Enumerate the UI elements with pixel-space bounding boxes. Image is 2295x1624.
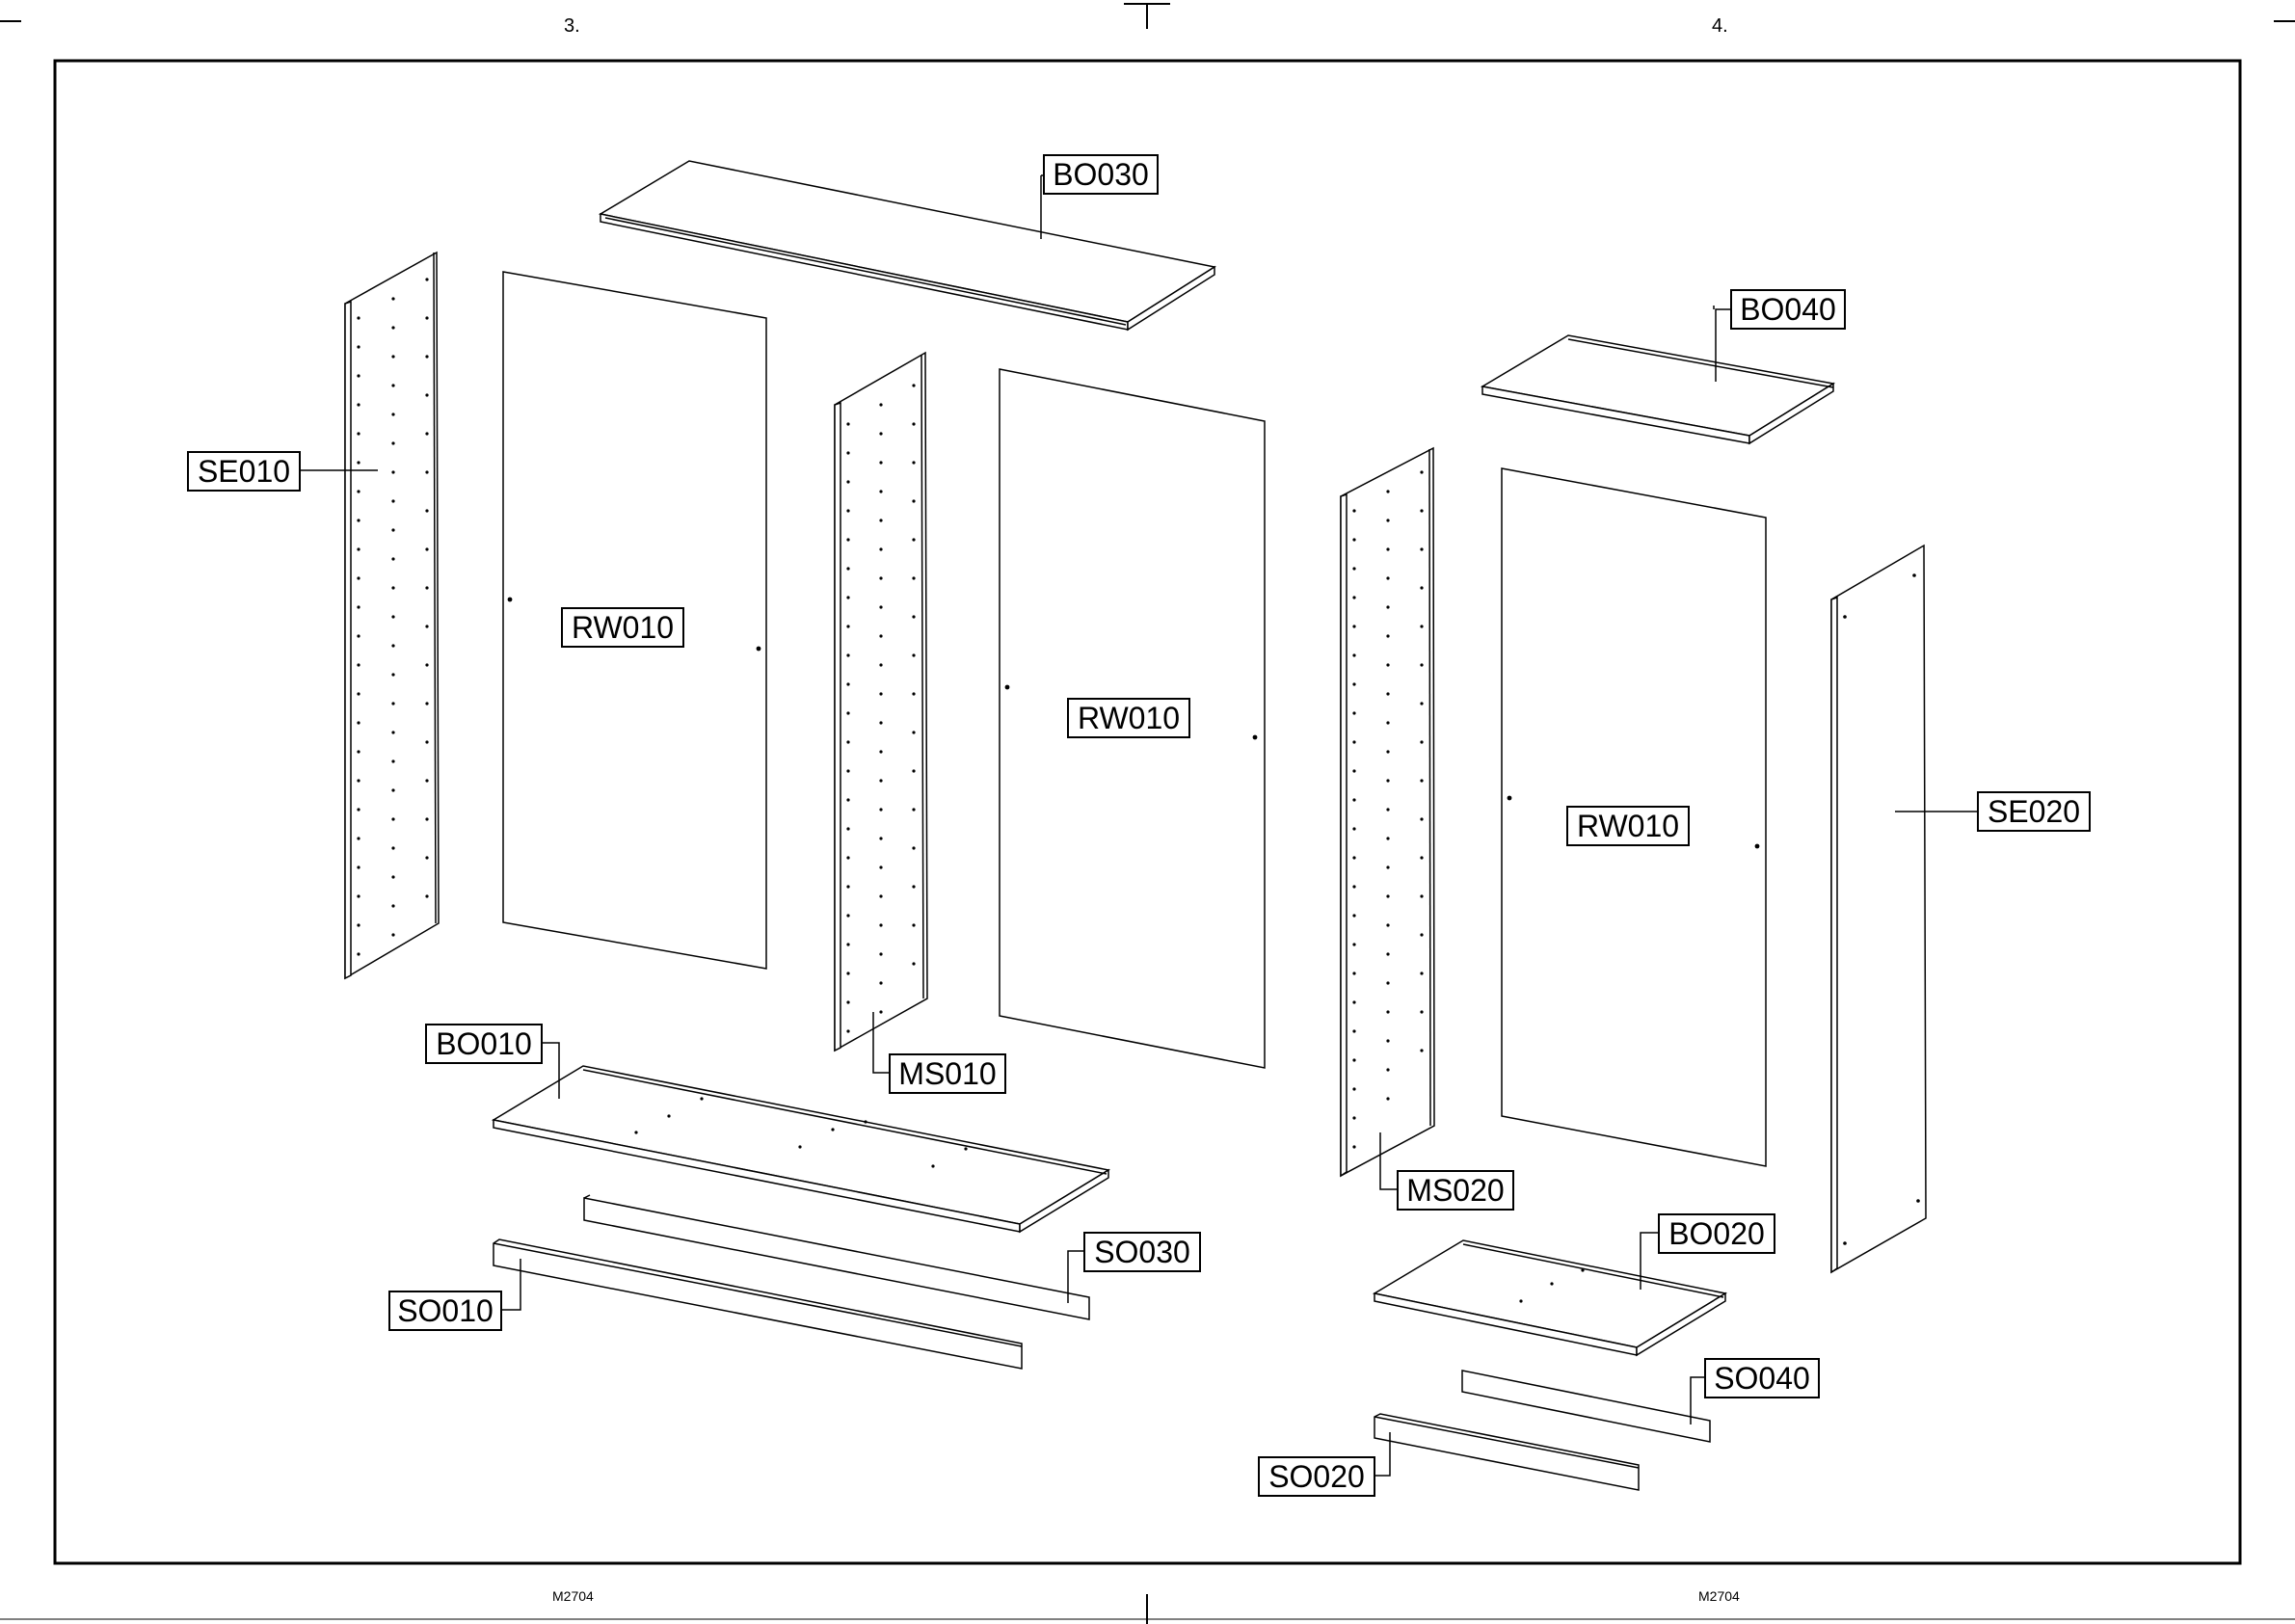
part-label-rw010-c: RW010 [1566,806,1690,846]
part-label-rw010-a: RW010 [561,607,684,648]
panel-bo040 [1482,335,1833,443]
panel-se010 [345,253,439,978]
panel-se020 [1831,546,1926,1272]
part-label-ms020: MS020 [1397,1170,1514,1211]
part-label-so040: SO040 [1704,1358,1820,1398]
panel-ms020 [1341,448,1434,1176]
part-label-ms010: MS010 [889,1053,1006,1094]
footer-code-left: M2704 [552,1588,594,1604]
panel-bo020 [1374,1240,1725,1355]
panel-so010 [494,1239,1022,1369]
part-label-bo030: BO030 [1043,154,1159,195]
part-label-bo020: BO020 [1658,1213,1775,1254]
part-label-bo040: BO040 [1730,289,1846,330]
panel-so040 [1462,1371,1710,1442]
part-label-so010: SO010 [388,1291,502,1331]
part-label-se010: SE010 [187,451,301,492]
part-label-rw010-b: RW010 [1067,698,1190,738]
panel-so020 [1374,1414,1639,1490]
page-number-right: 4. [1712,15,1728,38]
part-label-se020: SE020 [1977,791,2091,832]
footer-code-right: M2704 [1698,1588,1740,1604]
part-label-so030: SO030 [1083,1232,1201,1272]
part-label-so020: SO020 [1258,1456,1375,1497]
page-number-left: 3. [564,15,580,38]
part-label-bo010: BO010 [425,1024,543,1064]
